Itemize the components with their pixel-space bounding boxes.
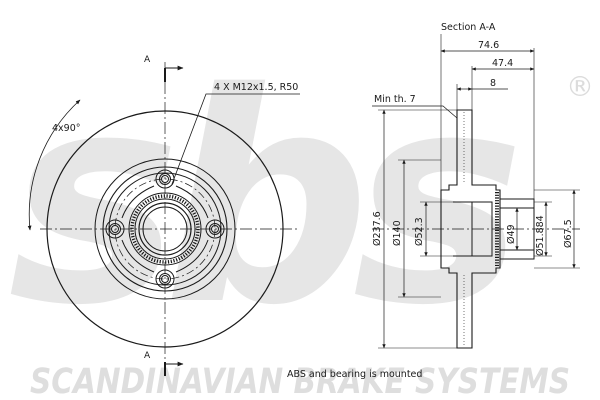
section-title: Section A-A — [441, 22, 496, 33]
section-view-labels: Section A-A 74.6 47.4 8 Min th. 7 Ø237.6… — [372, 22, 574, 256]
section-view — [372, 34, 580, 349]
dim-overall-width: 74.6 — [478, 40, 499, 51]
section-marker-bottom: A — [144, 351, 151, 361]
mounting-note: ABS and bearing is mounted — [287, 369, 422, 380]
section-marker-top: A — [144, 55, 151, 65]
bolt-hole-right — [205, 219, 225, 239]
bolt-circle-centerline — [114, 178, 216, 280]
brand-line-watermark: SCANDINAVIAN BRAKE SYSTEMS — [30, 362, 570, 400]
bearing-block — [499, 198, 535, 260]
dim-center-bore: Ø52.3 — [414, 217, 425, 246]
abs-ring-outer — [128, 192, 202, 266]
hub-scallop-br — [175, 239, 209, 273]
min-thickness-label: Min th. 7 — [374, 94, 416, 105]
bolt-callout-leader — [171, 93, 300, 185]
hub-scallop-tr — [175, 185, 209, 219]
sbs-logo-watermark: sbs — [8, 32, 515, 369]
dim-bearing-outer: Ø67.5 — [563, 219, 574, 248]
dim-hub-width: 47.4 — [492, 58, 513, 69]
center-bore-inner — [142, 206, 188, 252]
friction-ring-inner-edge — [94, 158, 236, 300]
hub-scallop-bl — [121, 239, 155, 273]
center-bore — [138, 202, 192, 256]
abs-ring-inner — [134, 198, 196, 260]
watermark: sbs ® SCANDINAVIAN BRAKE SYSTEMS — [8, 32, 594, 400]
abs-ring-teeth — [130, 194, 200, 264]
dim-outer-diameter: Ø237.6 — [372, 211, 383, 246]
hub-outer-edge — [102, 166, 228, 292]
disc-section-profile — [440, 109, 501, 349]
bolt-hole-left — [105, 219, 125, 239]
bolt-hole-bottom — [155, 269, 175, 289]
front-view-labels: A A 4 X M12x1.5, R50 4x90° — [52, 55, 298, 361]
dim-bearing-bore: Ø49 — [506, 224, 517, 244]
angle-arc — [27, 99, 81, 231]
dim-bearing-ring: Ø51.884 — [535, 215, 546, 256]
registered-mark: ® — [566, 70, 594, 103]
min-thickness-leader — [372, 105, 458, 119]
angle-label: 4x90° — [52, 123, 81, 134]
hub-scallop-tl — [121, 185, 155, 219]
bolt-pattern-label: 4 X M12x1.5, R50 — [214, 82, 298, 93]
dim-hub-diameter: Ø140 — [392, 220, 403, 246]
dim-disc-thickness: 8 — [490, 78, 496, 89]
front-view — [27, 62, 300, 376]
